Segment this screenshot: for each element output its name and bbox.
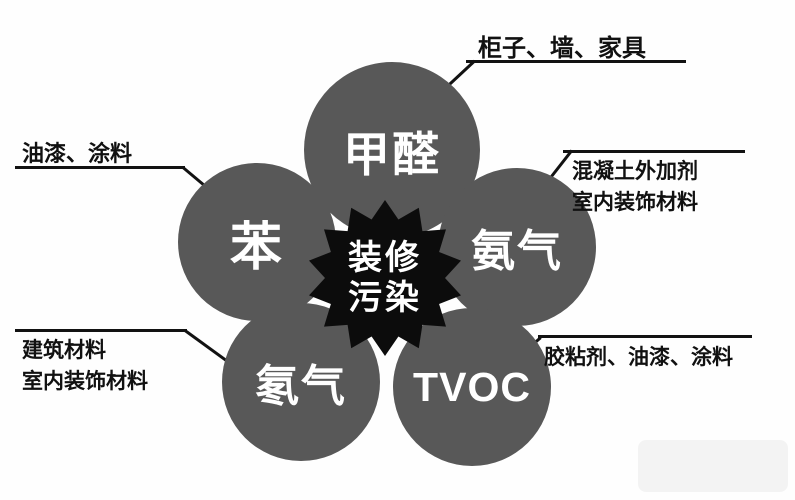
annotation-line: 室内装饰材料 [572, 191, 698, 214]
annotation-line: 柜子、墙、家具 [478, 35, 646, 62]
connector-radon-horizontal [15, 329, 187, 332]
circle-tvoc-label: TVOC [413, 363, 531, 410]
circle-radon-label: 氡气 [255, 362, 347, 411]
circle-formaldehyde: 甲醛 [304, 62, 480, 238]
circle-ammonia-label: 氨气 [471, 227, 563, 276]
connector-formaldehyde-horizontal [466, 60, 686, 63]
circle-benzene: 苯 [178, 163, 336, 321]
annotation-line: 油漆、涂料 [22, 141, 133, 166]
annotation-formaldehyde-sources: 柜子、墙、家具 [478, 28, 646, 63]
annotation-ammonia-sources: 混凝土外加剂 室内装饰材料 [572, 156, 698, 218]
center-burst: 装修 污染 [305, 198, 465, 358]
circle-ammonia: 氨气 [438, 168, 596, 326]
annotation-radon-sources: 建筑材料 室内装饰材料 [22, 335, 148, 397]
annotation-line: 建筑材料 [22, 339, 106, 362]
circle-formaldehyde-label: 甲醛 [343, 127, 441, 181]
connector-tvoc-horizontal [538, 335, 752, 338]
center-label: 装修 污染 [305, 198, 465, 358]
connector-ammonia-horizontal [563, 150, 745, 153]
circle-radon: 氡气 [222, 303, 380, 461]
annotation-tvoc-sources: 胶粘剂、油漆、涂料 [544, 341, 733, 371]
connector-benzene-horizontal [15, 166, 185, 169]
annotation-line: 混凝土外加剂 [572, 160, 698, 183]
center-label-line1: 装修 [348, 238, 422, 277]
center-label-line2: 污染 [348, 279, 422, 317]
annotation-benzene-sources: 油漆、涂料 [22, 136, 132, 168]
watermark [638, 440, 788, 492]
starburst-icon [309, 200, 461, 356]
annotation-line: 室内装饰材料 [22, 370, 148, 393]
annotation-line: 胶粘剂、油漆、涂料 [544, 346, 733, 369]
circle-benzene-label: 苯 [229, 218, 284, 277]
